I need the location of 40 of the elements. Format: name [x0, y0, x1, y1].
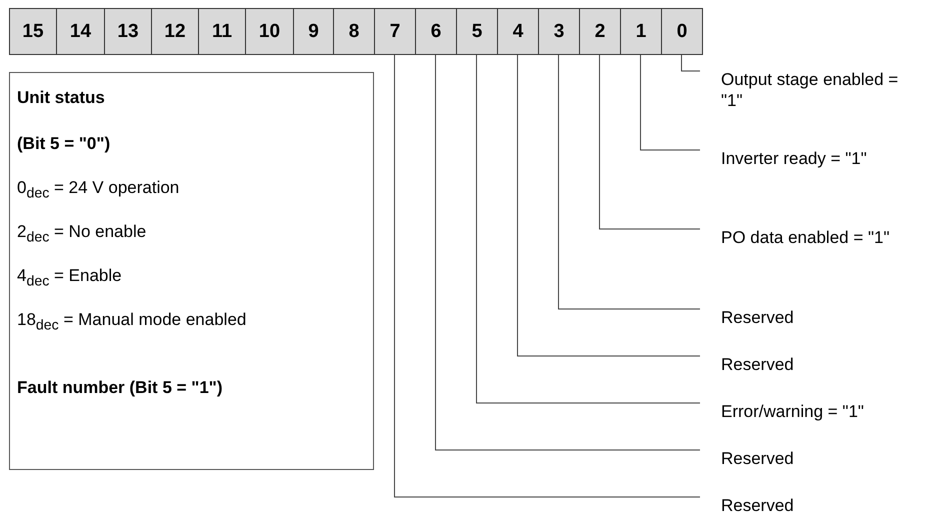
leader-line — [394, 54, 700, 498]
panel-heading: (Bit 5 = "0") — [17, 133, 110, 154]
status-code-text: 18$_{dec}$ = Manual mode enabled — [17, 309, 246, 336]
bit-number-cell: 0 — [661, 8, 703, 55]
status-code-text: 0$_{dec}$ = 24 V operation — [17, 177, 180, 204]
bit-number-cell: 9 — [293, 8, 334, 55]
leader-line — [681, 54, 700, 72]
bit-number-cell: 12 — [151, 8, 199, 55]
panel-heading: Fault number (Bit 5 = "1") — [17, 377, 223, 398]
panel-heading: Unit status — [17, 87, 105, 108]
bit-description: Inverter ready = "1" — [700, 148, 867, 169]
bit-description: PO data enabled = "1" — [700, 227, 890, 248]
bit-description: Output stage enabled = "1" — [700, 69, 921, 111]
leader-line — [640, 54, 700, 150]
leader-line — [599, 54, 700, 230]
bit-number-cell: 10 — [245, 8, 294, 55]
leader-line — [435, 54, 700, 450]
bit-number-cell: 5 — [456, 8, 498, 55]
bit-description: Error/warning = "1" — [700, 401, 864, 422]
bit-number-cell: 3 — [538, 8, 580, 55]
bit-number-cell: 15 — [9, 8, 57, 55]
bit-number-cell: 6 — [415, 8, 457, 55]
bit-number-cell: 8 — [333, 8, 375, 55]
bit-description: Reserved — [700, 354, 794, 375]
bit-number-cell: 4 — [497, 8, 539, 55]
bit-number-cell: 1 — [620, 8, 662, 55]
leader-line — [476, 54, 700, 404]
status-panel — [9, 72, 374, 470]
bit-number-cell: 14 — [56, 8, 105, 55]
leader-line — [517, 54, 700, 356]
bit-description: Reserved — [700, 448, 794, 469]
status-code-text: 4$_{dec}$ = Enable — [17, 265, 122, 292]
bit-number-cell: 11 — [198, 8, 246, 55]
bit-description: Reserved — [700, 495, 794, 516]
bit-description: Reserved — [700, 307, 794, 328]
leader-line — [558, 54, 700, 310]
bit-number-cell: 7 — [374, 8, 416, 55]
bit-number-cell: 13 — [104, 8, 152, 55]
status-code-text: 2$_{dec}$ = No enable — [17, 221, 146, 248]
bit-number-cell: 2 — [579, 8, 621, 55]
